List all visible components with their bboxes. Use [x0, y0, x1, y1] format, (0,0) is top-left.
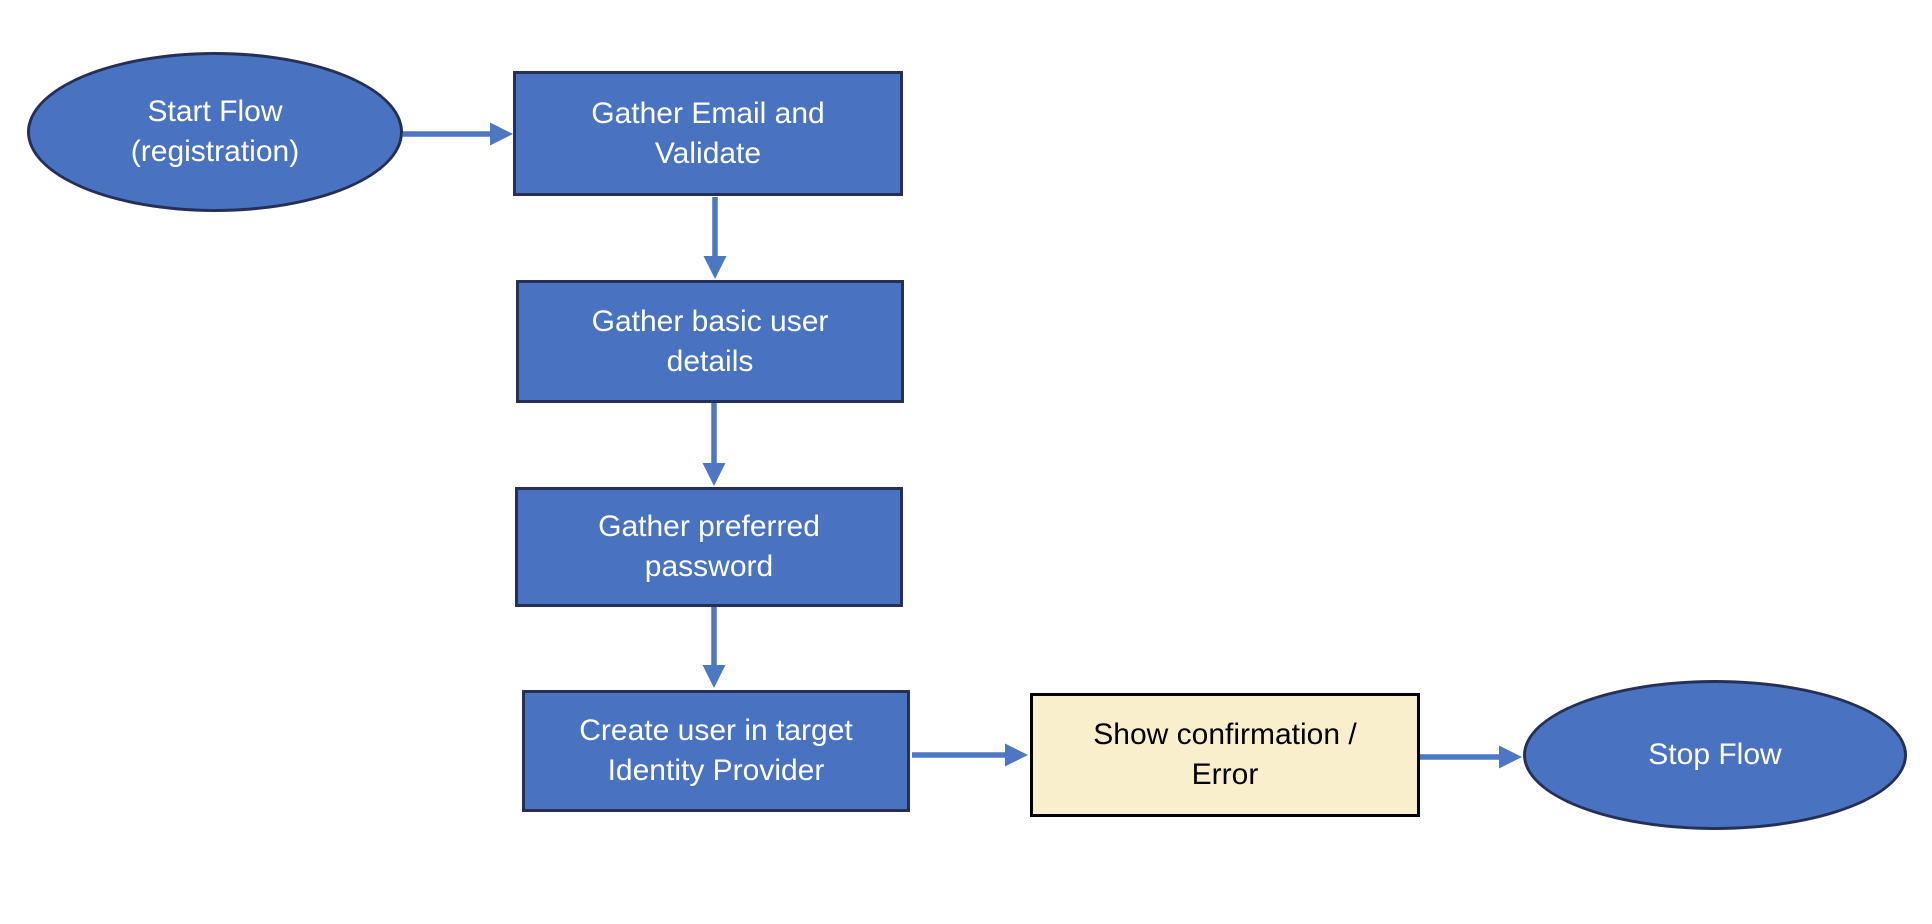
node-gather-email: Gather Email and Validate [513, 71, 903, 196]
node-create-user: Create user in target Identity Provider [522, 690, 910, 812]
arrow-show-confirmation-to-stop [1420, 745, 1522, 769]
node-show-confirmation: Show confirmation / Error [1030, 693, 1420, 817]
node-gather-password: Gather preferred password [515, 487, 903, 607]
arrow-gather-details-to-gather-password [702, 403, 726, 486]
node-stop-flow: Stop Flow [1523, 680, 1907, 830]
arrow-create-user-to-show-confirmation [912, 743, 1028, 767]
node-gather-email-label: Gather Email and Validate [591, 96, 825, 170]
node-start-flow-label: Start Flow (registration) [130, 95, 300, 168]
node-stop-flow-label: Stop Flow [1648, 738, 1782, 771]
arrow-gather-password-to-create-user [702, 607, 726, 688]
node-create-user-label: Create user in target Identity Provider [579, 714, 853, 787]
node-start-flow: Start Flow (registration) [27, 52, 403, 212]
node-gather-details-label: Gather basic user details [591, 304, 829, 378]
node-show-confirmation-label: Show confirmation / Error [1093, 718, 1357, 791]
arrow-start-to-gather-email [403, 122, 513, 146]
node-gather-details: Gather basic user details [516, 280, 904, 403]
node-gather-password-label: Gather preferred password [598, 510, 820, 583]
arrow-gather-email-to-gather-details [703, 197, 727, 279]
